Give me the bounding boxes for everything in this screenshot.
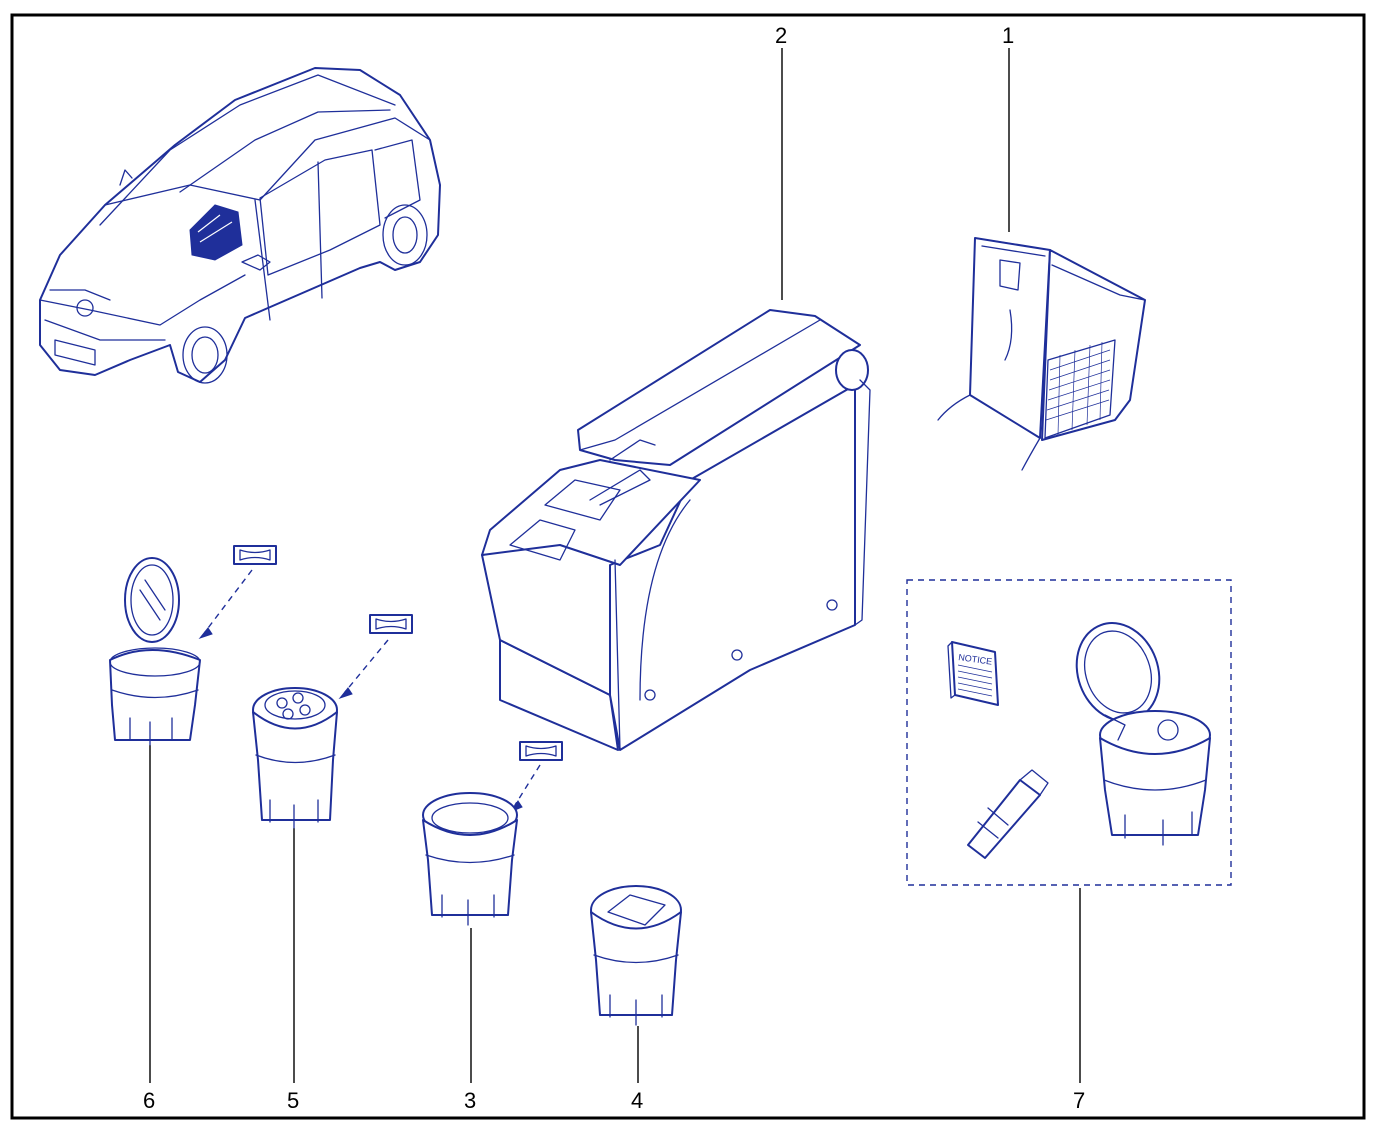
item-2-console xyxy=(481,309,871,751)
callout-1: 1 xyxy=(1002,23,1015,48)
car-illustration xyxy=(39,67,441,384)
sticker-icon xyxy=(519,741,563,761)
item-3-cup-holder xyxy=(422,792,518,926)
kit-dashed-box xyxy=(906,579,1232,886)
leader-lines xyxy=(149,48,1081,1083)
item-5-cup-holder xyxy=(252,687,338,829)
callout-5: 5 xyxy=(287,1088,300,1113)
callout-7: 7 xyxy=(1073,1088,1086,1113)
callout-6: 6 xyxy=(143,1088,156,1113)
item-1-storage-bag xyxy=(937,237,1146,471)
diagram-frame xyxy=(10,13,1366,1120)
callout-2: 2 xyxy=(775,23,788,48)
notice-booklet-text: NOTICE xyxy=(958,652,993,667)
sticker-icon xyxy=(369,614,413,634)
callout-4: 4 xyxy=(631,1088,644,1113)
callout-3: 3 xyxy=(464,1088,477,1113)
label-stickers xyxy=(198,545,563,814)
item-7-ashtray-kit: NOTICE xyxy=(906,579,1232,886)
item-6-mirror-cup xyxy=(109,557,201,746)
sticker-icon xyxy=(233,545,277,565)
item-4-cup-holder xyxy=(590,885,682,1026)
